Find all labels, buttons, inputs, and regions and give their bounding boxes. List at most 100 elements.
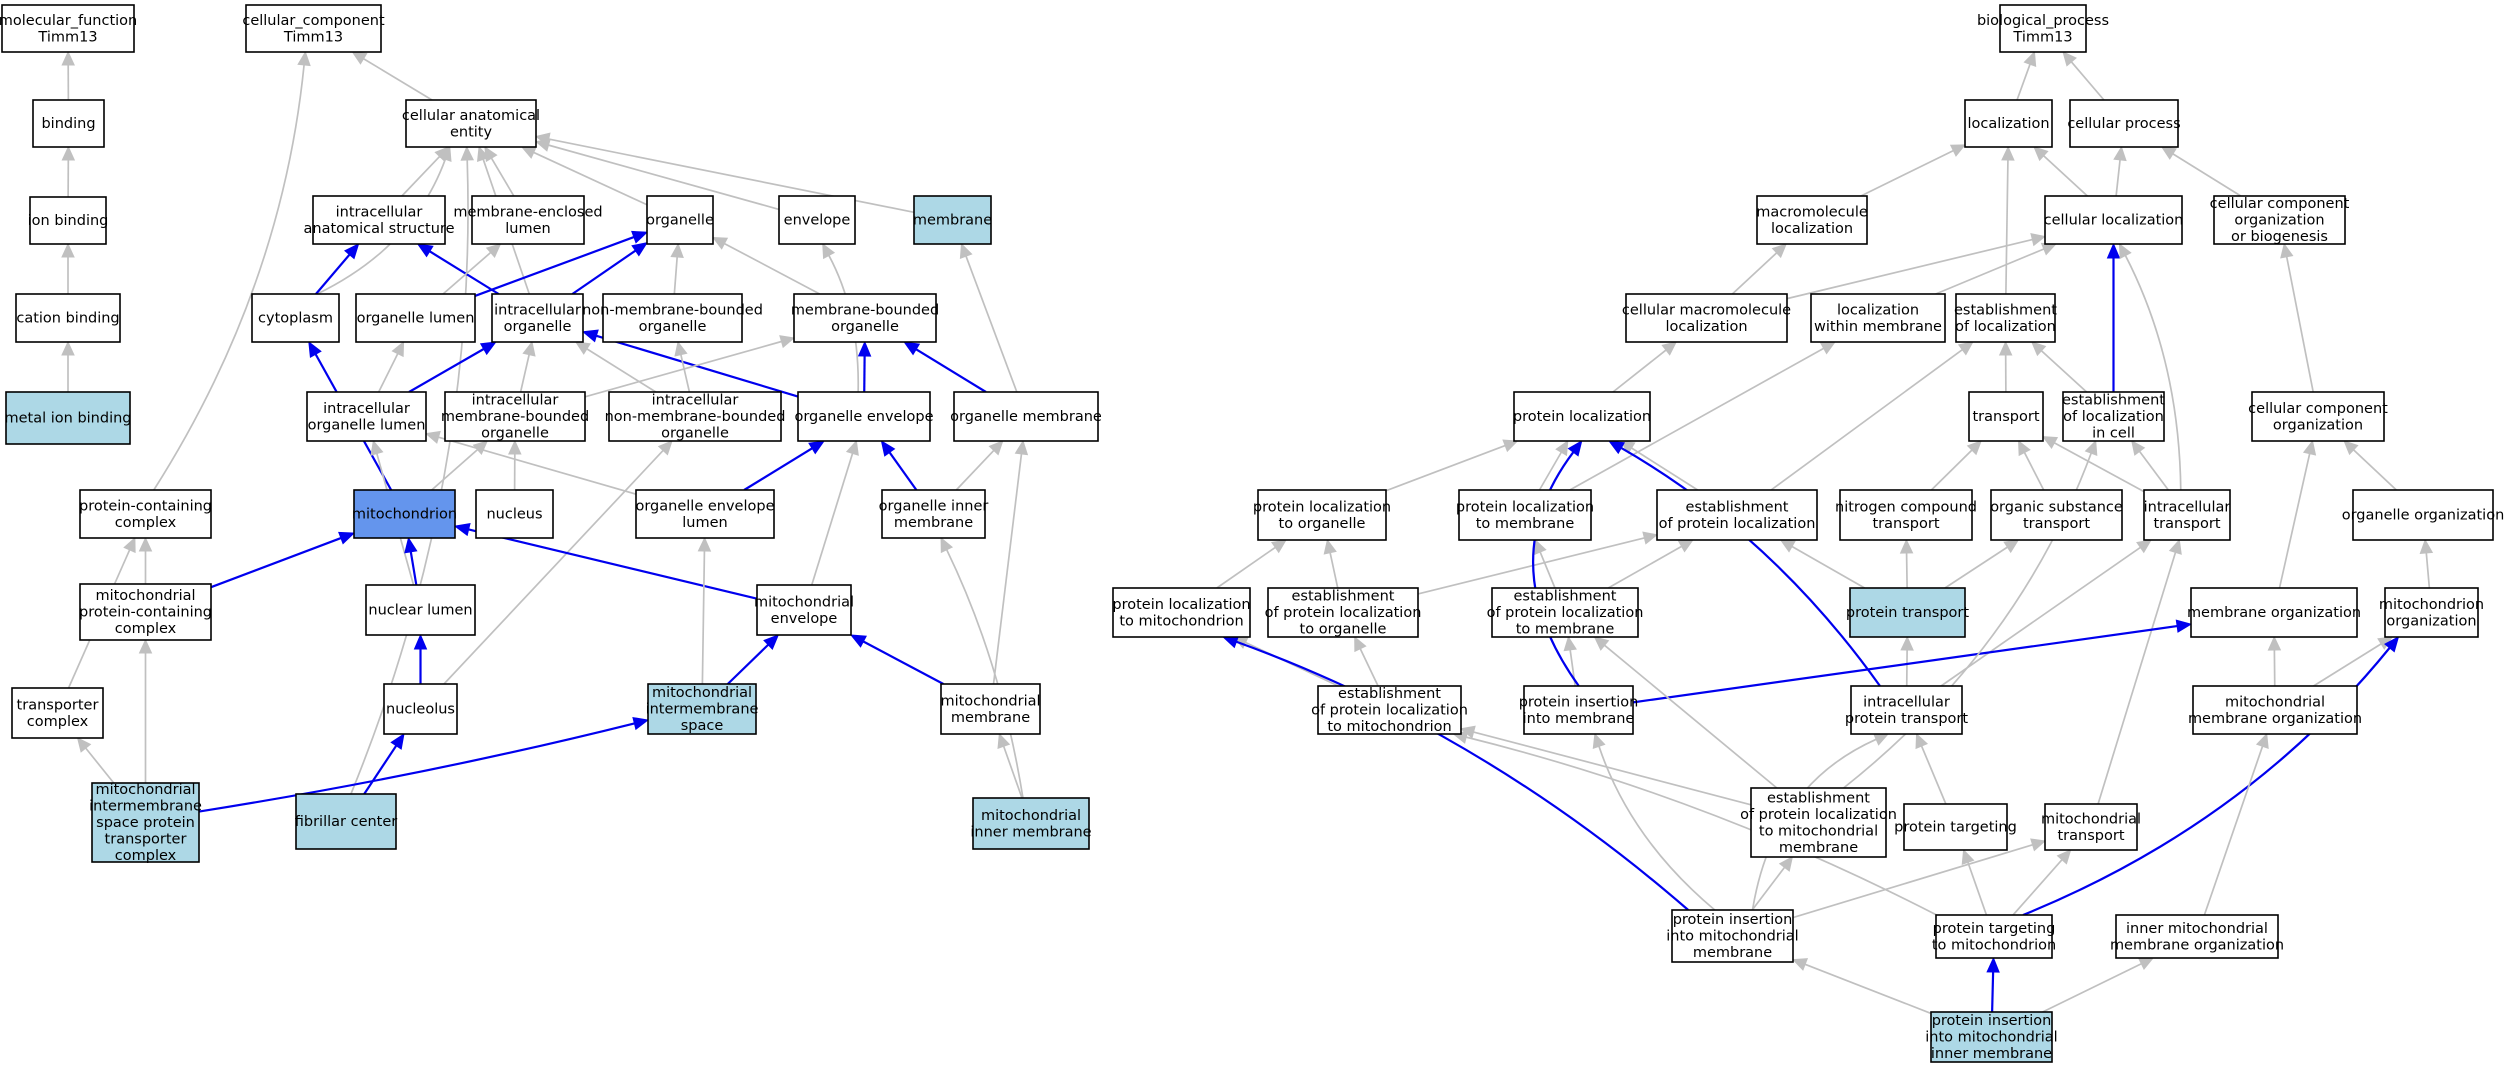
go-term-node-cellular-localization[interactable]: cellular localization [2044, 195, 2184, 245]
edge-protein_containing_complex-to-cellular_component [153, 50, 311, 491]
edge-intracellular_protein_transport-to-intracellular_transport [1940, 539, 2153, 687]
go-term-node-cation-binding[interactable]: cation binding [15, 293, 121, 343]
go-term-node-localization[interactable]: localization [1964, 99, 2053, 148]
edge-inner_mito_membrane_organization-to-mito_membrane_organization [2203, 732, 2269, 916]
go-term-node-envelope[interactable]: envelope [778, 195, 856, 245]
edge-arrowhead [391, 340, 405, 358]
edge-organelle_inner_membrane-to-organelle_membrane [955, 440, 1004, 491]
edge-cellular_anatomical_entity-to-cellular_component [351, 51, 433, 101]
go-term-node-ion-binding[interactable]: ion binding [28, 196, 109, 245]
node-box [1955, 293, 2056, 343]
edge-localization_within_membrane-to-cellular_localization [1935, 242, 2057, 295]
go-term-node-cellular-process[interactable]: cellular process [2067, 99, 2181, 148]
go-term-node-nucleus[interactable]: nucleus [475, 489, 554, 539]
go-term-node-organelle-membrane[interactable]: organelle membrane [950, 391, 1102, 442]
edge-arrowhead [1677, 539, 1694, 553]
node-box [2044, 195, 2183, 245]
go-term-node-protein-localization[interactable]: protein localization [1513, 391, 1651, 442]
go-term-node-metal-ion-binding[interactable]: metal ion binding [4, 391, 132, 445]
go-term-node-protein-transport[interactable]: protein transport [1846, 587, 1969, 638]
go-term-node-fibrillar-center[interactable]: fibrillar center [295, 793, 398, 850]
edge-arrowhead [574, 341, 591, 355]
node-label-line: inner membrane [970, 824, 1091, 840]
go-term-node-transport[interactable]: transport [1968, 391, 2044, 442]
go-term-node-nuclear-lumen[interactable]: nuclear lumen [365, 584, 476, 636]
go-term-node-protein-targeting[interactable]: protein targeting [1894, 803, 2017, 851]
edge-mito_intermembrane_space-to-organelle_envelope_lumen [697, 536, 712, 685]
edge-protein_insertion_into_mito_inner_membrane-to-protein_targeting_to_mitochondrion [1986, 956, 2000, 1013]
edge-est_protein_localization_to_membrane-to-protein_localization_to_membrane [1534, 538, 1556, 589]
go-term-node-membrane-organization[interactable]: membrane organization [2187, 587, 2361, 638]
go-term-node-cytoplasm[interactable]: cytoplasm [251, 293, 340, 343]
go-term-node-organelle-envelope[interactable]: organelle envelope [794, 391, 934, 442]
edge-protein_insertion_into_membrane-to-membrane_organization [1632, 619, 2193, 704]
edge-arrowhead [674, 340, 688, 357]
node-box [913, 195, 992, 245]
edge-arrowhead [1915, 732, 1929, 750]
edge-arrowhead [670, 242, 684, 258]
edge-est_protein_localization_to_organelle-to-establishment_of_protein_localization [1417, 531, 1659, 595]
go-term-node-organelle[interactable]: organelle [646, 195, 714, 245]
go-term-node-membrane[interactable]: membrane [913, 195, 992, 245]
edge-line [1473, 731, 1752, 806]
go-term-node-mitochondrion[interactable]: mitochondrion [352, 489, 457, 539]
node-box [647, 683, 757, 735]
go-term-node-organelle-lumen[interactable]: organelle lumen [355, 293, 476, 343]
go-term-node-organelle-organization[interactable]: organelle organization [2342, 489, 2505, 541]
edge-line [363, 745, 398, 795]
go-term-node-nucleolus[interactable]: nucleolus [383, 683, 458, 735]
go-term-node-binding[interactable]: binding [32, 99, 105, 148]
go-term-node-intracellular-nmbo[interactable]: intracellularnon-membrane-boundedorganel… [605, 391, 786, 442]
edge-intracellular_mbo-to-intracellular_organelle [519, 340, 536, 393]
node-label-line: membrane [951, 710, 1030, 726]
